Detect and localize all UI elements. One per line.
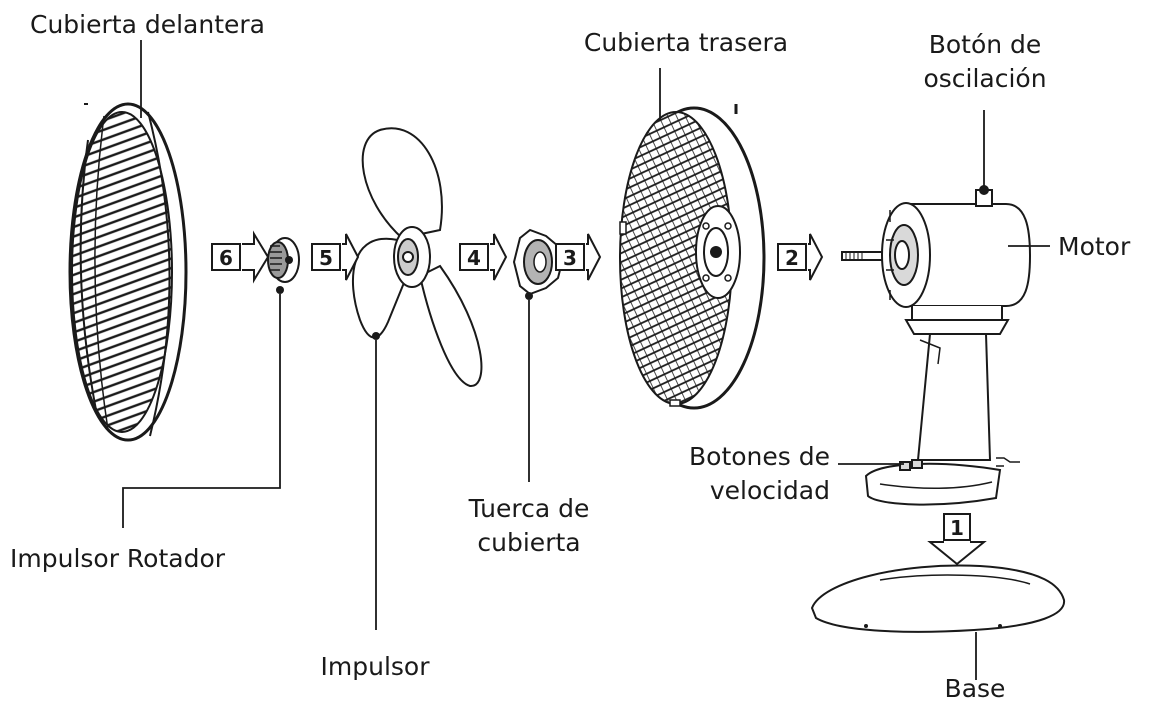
cover-nut-part	[512, 228, 564, 300]
label-impeller: Impulsor	[320, 652, 430, 681]
label-front-cover: Cubierta delantera	[30, 10, 265, 39]
step-arrow-2: 2	[777, 233, 824, 281]
label-spinner: Impulsor Rotador	[10, 544, 226, 573]
label-oscillation-button-2: oscilación	[923, 64, 1047, 93]
label-speed-buttons-2: velocidad	[709, 476, 830, 505]
label-speed-buttons-1: Botones de	[689, 442, 830, 471]
step-arrow-4: 4	[459, 233, 508, 281]
step-number: 2	[785, 246, 799, 270]
label-oscillation-button-1: Botón de	[928, 30, 1042, 59]
label-base: Base	[944, 674, 1006, 703]
label-back-cover: Cubierta trasera	[583, 28, 789, 57]
motor-part	[841, 185, 1032, 506]
impeller-part	[351, 127, 483, 388]
step-arrow-6: 6	[211, 230, 270, 284]
leader-lines	[122, 40, 1050, 680]
label-cover-nut-2: cubierta	[477, 528, 581, 557]
base-part	[810, 564, 1066, 633]
label-motor: Motor	[1058, 232, 1131, 261]
label-cover-nut-1: Tuerca de	[468, 494, 590, 523]
front-cover-part	[68, 102, 188, 442]
step-arrow-3: 3	[555, 233, 602, 281]
step-arrow-1: 1	[927, 513, 987, 566]
spinner-part	[267, 237, 300, 294]
back-cover-part	[619, 104, 766, 410]
step-arrow-5: 5	[311, 233, 360, 281]
step-number: 5	[319, 246, 333, 270]
step-number: 4	[467, 246, 481, 270]
step-number: 3	[563, 246, 577, 270]
step-number: 6	[219, 246, 233, 270]
step-number: 1	[950, 516, 964, 540]
